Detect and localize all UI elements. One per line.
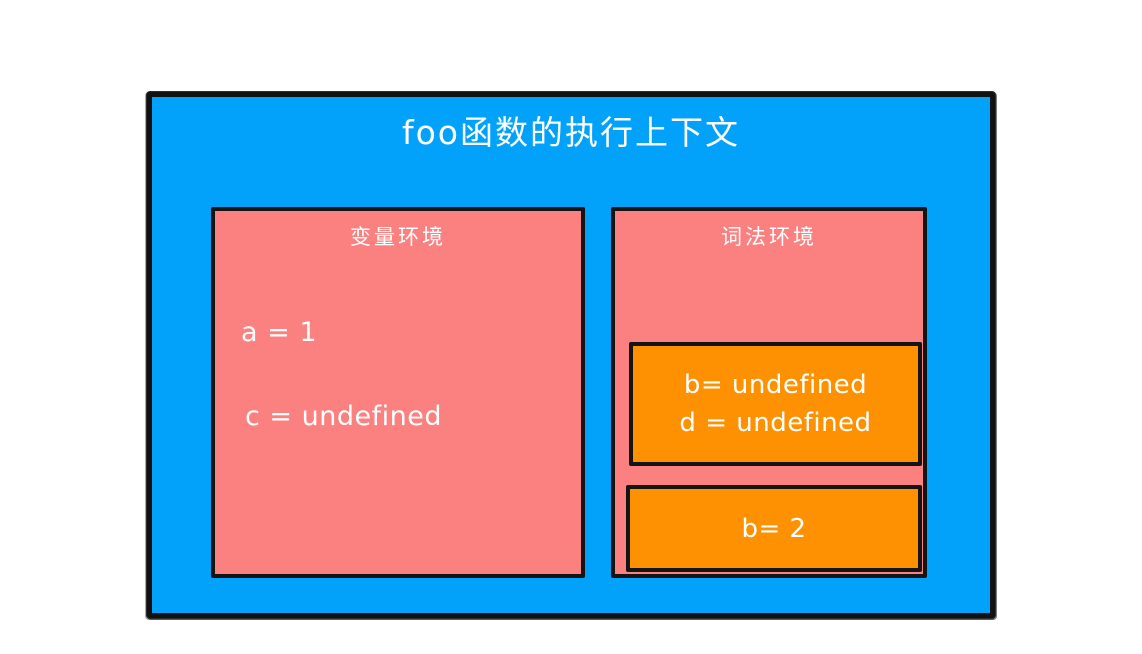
variable-environment-panel: 变量环境 a = 1 c = undefined	[211, 207, 585, 578]
lexical-environment-panel: 词法环境 b= undefined d = undefined b= 2	[611, 207, 927, 578]
execution-context-box: foo函数的执行上下文 变量环境 a = 1 c = undefined 词法环…	[147, 92, 995, 618]
binding-a: a = 1	[241, 317, 318, 348]
scope-line-b-2: b= 2	[741, 513, 807, 544]
scope-line-d-undefined: d = undefined	[679, 408, 872, 438]
binding-c: c = undefined	[245, 401, 442, 432]
lexical-environment-title: 词法环境	[721, 225, 817, 249]
execution-context-title: foo函数的执行上下文	[402, 113, 740, 152]
assigned-scope-block: b= 2	[626, 485, 922, 572]
scope-line-b-undefined: b= undefined	[683, 370, 868, 400]
hoisted-scope-block: b= undefined d = undefined	[629, 342, 922, 466]
variable-environment-title: 变量环境	[350, 225, 446, 249]
